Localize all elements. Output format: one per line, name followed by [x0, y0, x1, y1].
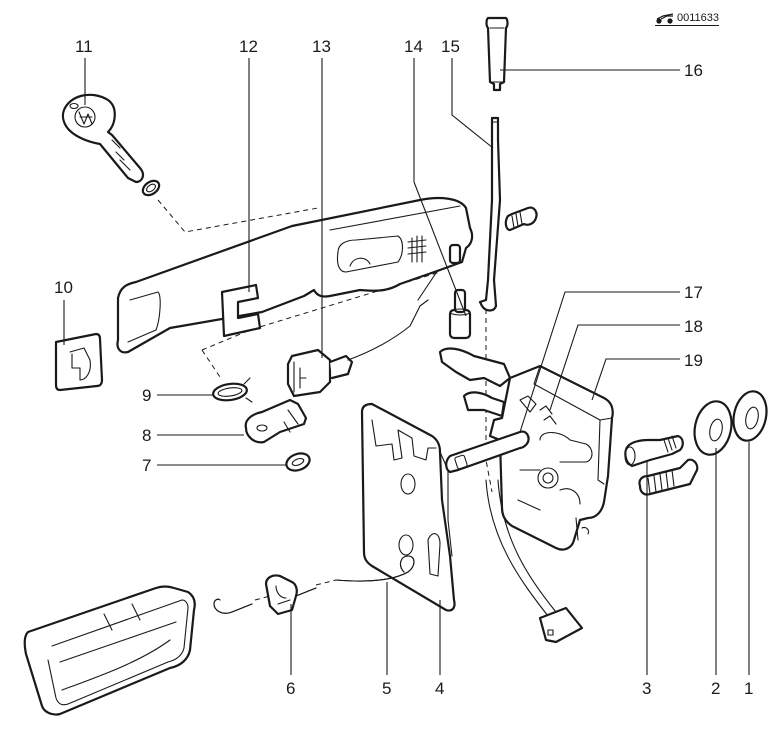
callout-14: 14 — [404, 37, 423, 56]
part-12-gasket — [220, 283, 262, 338]
part-5-cable — [335, 555, 415, 582]
callout-6: 6 — [286, 679, 295, 698]
part-6-cable-clip — [264, 574, 317, 616]
reference-code-text: 0011633 — [677, 12, 720, 24]
car-icon — [656, 12, 674, 24]
part-14-bushing — [448, 288, 472, 340]
reference-code: 0011633 — [655, 12, 720, 26]
callout-13: 13 — [312, 37, 331, 56]
callout-18: 18 — [684, 317, 703, 336]
callout-8: 8 — [142, 426, 151, 445]
callout-16: 16 — [684, 61, 703, 80]
part-11-o-ring — [141, 179, 161, 197]
part-15-rod — [478, 116, 502, 312]
part-2-washer — [693, 400, 733, 456]
part-7-nut — [285, 452, 311, 472]
callout-10: 10 — [54, 278, 73, 297]
callout-labels: 11 12 13 14 15 16 17 18 19 10 9 8 7 6 5 … — [54, 37, 753, 698]
callout-3: 3 — [642, 679, 651, 698]
callout-19: 19 — [684, 351, 703, 370]
callout-15: 15 — [441, 37, 460, 56]
screw — [504, 206, 538, 232]
outer-door-handle — [116, 197, 474, 354]
callout-5: 5 — [382, 679, 391, 698]
callout-11: 11 — [75, 37, 93, 56]
part-1-washer — [732, 390, 768, 442]
callout-7: 7 — [142, 456, 151, 475]
callout-12: 12 — [239, 37, 258, 56]
inner-door-handle — [23, 585, 196, 716]
callout-9: 9 — [142, 386, 151, 405]
door-lock-body — [438, 347, 614, 644]
callout-1: 1 — [744, 679, 753, 698]
part-11-lock-cylinder — [61, 93, 145, 184]
callout-17: 17 — [684, 283, 703, 302]
part-8-retainer — [244, 398, 308, 444]
callout-4: 4 — [435, 679, 444, 698]
callout-2: 2 — [711, 679, 720, 698]
leader-lines — [63, 58, 750, 675]
part-16-lock-knob — [485, 16, 509, 92]
part-10-cap — [54, 332, 104, 392]
part-13-connector — [286, 269, 439, 398]
part-9-clip-ring — [212, 377, 253, 403]
part-4-cover-plate — [360, 402, 456, 612]
cable-end-hook — [213, 598, 253, 614]
part-3-bolts — [624, 434, 699, 496]
